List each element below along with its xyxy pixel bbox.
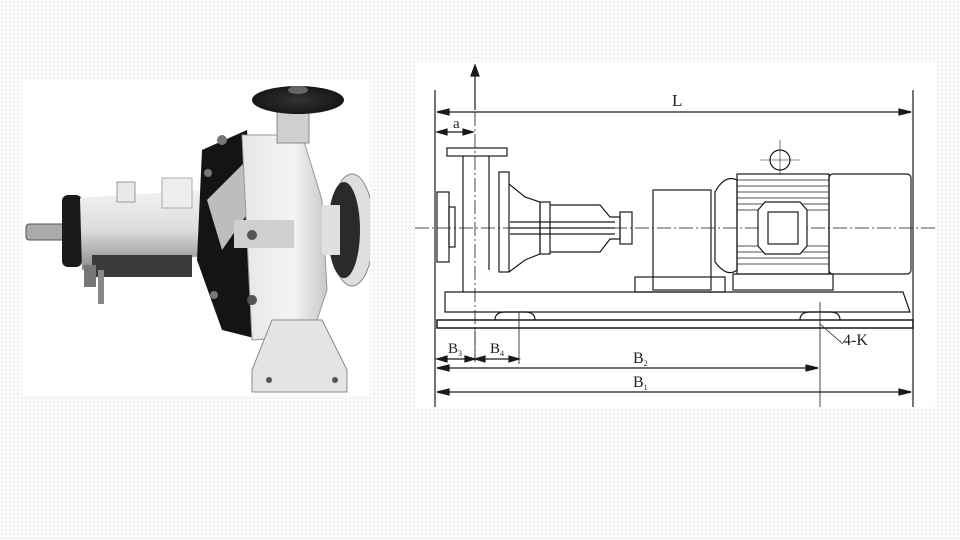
dim-label-B4: B4 <box>490 341 504 358</box>
dim-label-B3: B3 <box>448 341 462 358</box>
dim-label-L: L <box>672 91 682 110</box>
pump-photo <box>22 80 370 395</box>
dim-label-B2: B2 <box>633 350 648 368</box>
dim-label-B1: B1 <box>633 374 648 392</box>
dimension-drawing: L a B3 B4 B2 B1 4-K <box>415 62 935 407</box>
pump-photo-icon <box>25 86 370 393</box>
pump-assembly-drawing-icon: L a B3 B4 B2 B1 4-K <box>415 63 935 407</box>
dim-label-4-K: 4-K <box>843 332 868 349</box>
dim-label-a: a <box>453 116 460 132</box>
